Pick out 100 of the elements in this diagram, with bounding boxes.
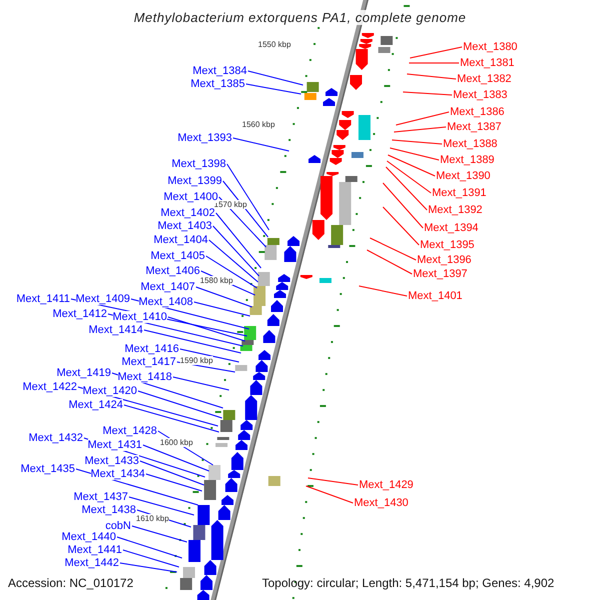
gene-label: Mext_1410 — [112, 311, 167, 323]
leader-line — [120, 562, 178, 572]
gene-label: Mext_1384 — [192, 65, 247, 77]
gene-label: Mext_1428 — [102, 425, 157, 437]
gene-label: Mext_1380 — [463, 41, 518, 53]
gene-label: Mext_1440 — [62, 531, 116, 543]
gene-label: Mext_1417 — [122, 356, 176, 368]
scale-label: 1580 kbp — [200, 276, 233, 285]
gene-label: Mext_1398 — [172, 158, 226, 170]
leader-line — [226, 164, 270, 230]
leader-line — [386, 166, 428, 210]
leader-line — [222, 180, 268, 238]
leader-line — [306, 486, 354, 504]
gene-label: Mext_1403 — [158, 220, 212, 232]
gene-label: Mext_1432 — [28, 432, 83, 444]
gene-label: Mext_1395 — [420, 239, 474, 251]
footer-text: Accession: NC_010172 — [8, 576, 134, 590]
leader-line — [308, 478, 358, 486]
leader-line — [180, 348, 240, 362]
leader-line — [124, 404, 220, 432]
leader-line — [406, 74, 456, 80]
leader-line — [410, 46, 462, 58]
leader-line — [212, 226, 260, 276]
leader-line — [366, 250, 412, 274]
leader-line — [246, 84, 302, 94]
scale-label: 1550 kbp — [258, 40, 291, 49]
scale-label: 1610 kbp — [136, 514, 169, 523]
leader-line — [394, 126, 446, 132]
leader-line — [248, 70, 304, 86]
gene-label: Mext_1430 — [354, 497, 408, 509]
leader-line — [390, 148, 440, 160]
gene-label: Mext_1390 — [436, 170, 490, 182]
gene-label: Mext_1442 — [64, 557, 119, 569]
leader-line — [140, 460, 204, 486]
leader-line — [208, 240, 258, 282]
gene-label: Mext_1393 — [178, 132, 232, 144]
gene-label: Mext_1437 — [74, 491, 128, 503]
gene-label: Mext_1411 — [16, 293, 70, 305]
leader-line — [122, 550, 180, 568]
gene-label: Mext_1382 — [457, 73, 512, 85]
scale-label: 1560 kbp — [242, 120, 275, 129]
gene-label: Mext_1419 — [56, 367, 111, 379]
leader-line — [388, 154, 436, 176]
gene-label: Mext_1386 — [450, 106, 504, 118]
gene-label: Mext_1387 — [447, 121, 502, 133]
gene-label: Mext_1405 — [150, 250, 205, 262]
gene-label: Mext_1407 — [140, 281, 195, 293]
gene-label: Mext_1429 — [359, 479, 414, 491]
leader-line — [168, 316, 246, 342]
gene-label: Mext_1400 — [164, 191, 218, 203]
gene-label: Mext_1394 — [424, 222, 478, 234]
leader-line — [216, 212, 262, 268]
gene-label: Mext_1418 — [118, 371, 172, 383]
scale-label: 1590 kbp — [180, 356, 213, 365]
leader-line — [196, 286, 252, 308]
gene-label: Mext_1391 — [432, 187, 486, 199]
leader-line — [206, 256, 258, 288]
gene-label: Mext_1406 — [146, 265, 200, 277]
gene-label: Mext_1438 — [82, 504, 136, 516]
gene-label: Mext_1383 — [453, 89, 508, 101]
leader-line — [142, 444, 210, 472]
leader-line — [392, 140, 442, 144]
leader-line — [396, 112, 450, 126]
gene-label: Mext_1441 — [68, 544, 122, 556]
gene-label: Mext_1396 — [417, 254, 472, 266]
leader-line — [408, 62, 460, 64]
gene-label: Mext_1435 — [20, 463, 75, 475]
gene-label: Mext_1431 — [88, 439, 142, 451]
gene-label: Mext_1381 — [460, 57, 514, 69]
gene-label: Mext_1399 — [168, 175, 222, 187]
gene-label: Mext_1385 — [190, 78, 245, 90]
gene-label: Mext_1389 — [440, 154, 494, 166]
gene-label: Mext_1424 — [68, 399, 123, 411]
leader-line — [144, 330, 242, 354]
gene-label: Mext_1392 — [428, 204, 482, 216]
gene-label: Mext_1414 — [88, 324, 143, 336]
leader-line — [194, 302, 250, 316]
leader-line — [116, 536, 182, 558]
gene-label: cobN — [105, 520, 131, 532]
gene-label: Mext_1433 — [84, 455, 139, 467]
gene-label: Mext_1434 — [90, 468, 145, 480]
gene-label: Mext_1412 — [52, 308, 107, 320]
gene-label: Mext_1416 — [124, 343, 179, 355]
leader-line — [138, 390, 222, 418]
scale-label: 1600 kbp — [160, 438, 193, 447]
leader-line — [172, 376, 230, 390]
leader-line — [128, 496, 194, 516]
leader-line — [146, 474, 202, 492]
gene-label: Mext_1388 — [443, 138, 498, 150]
leader-line — [358, 286, 408, 296]
leader-line — [382, 206, 420, 246]
gene-label: Mext_1401 — [408, 290, 462, 302]
leader-line — [370, 238, 416, 260]
gene-label: Mext_1408 — [138, 296, 193, 308]
gene-label: Mext_1404 — [154, 234, 208, 246]
leader-line — [382, 182, 424, 228]
gene-label: Mext_1409 — [76, 293, 130, 305]
gene-label: Mext_1402 — [160, 207, 215, 219]
gene-label: Mext_1397 — [413, 268, 468, 280]
leader-line — [386, 160, 432, 194]
